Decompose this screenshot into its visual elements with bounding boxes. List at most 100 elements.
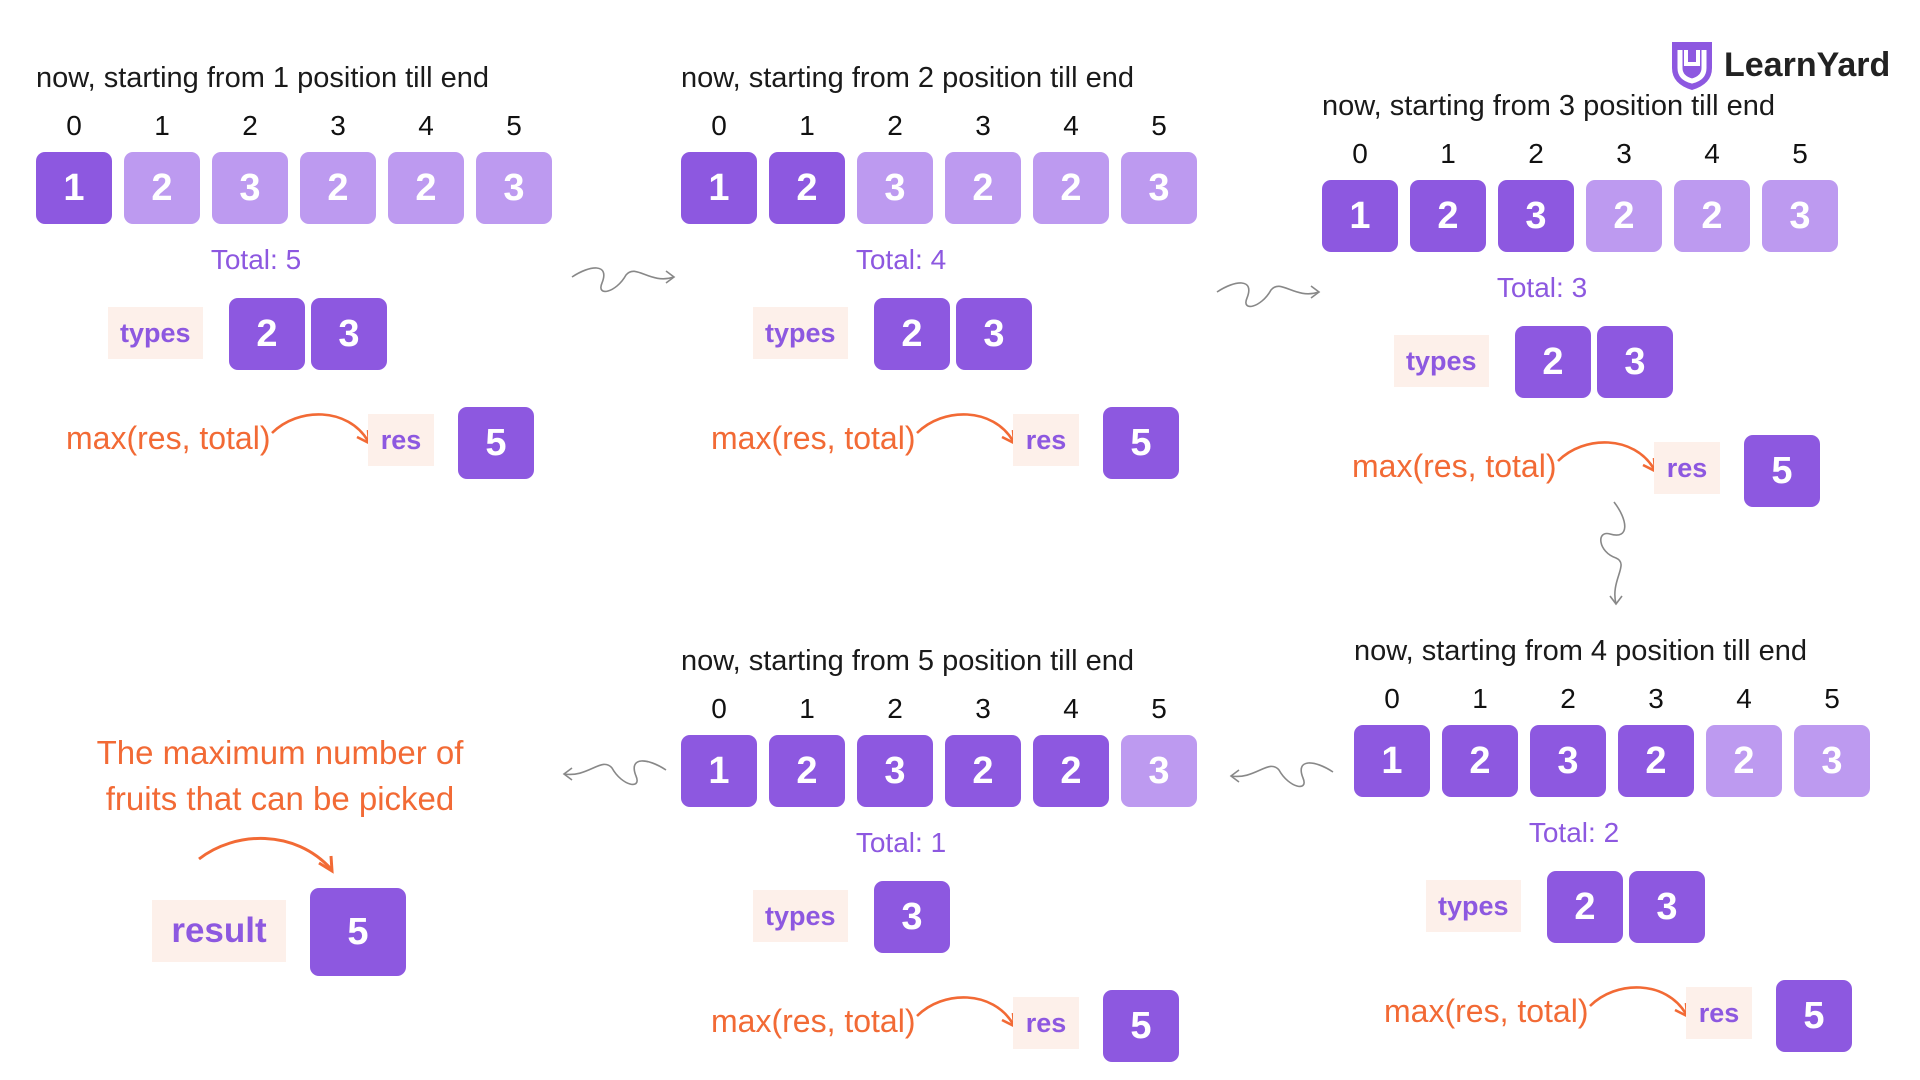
array-cell: 1 bbox=[681, 735, 757, 807]
array-cell: 1 bbox=[1322, 180, 1398, 252]
array-cell: 3 bbox=[1498, 180, 1574, 252]
index-label: 2 bbox=[1528, 138, 1544, 169]
logo-text: LearnYard bbox=[1724, 45, 1891, 84]
max-to-res-arrow bbox=[1589, 986, 1689, 1019]
step-caption: now, starting from 3 position till end bbox=[1322, 90, 1775, 122]
res-value: 5 bbox=[458, 407, 534, 479]
index-label: 5 bbox=[1824, 683, 1840, 714]
index-label: 1 bbox=[799, 693, 815, 724]
index-label: 0 bbox=[711, 110, 727, 141]
array-cell: 2 bbox=[1706, 725, 1782, 797]
type-cell: 3 bbox=[311, 298, 387, 370]
max-function-text: max(res, total) bbox=[1384, 993, 1589, 1029]
array-cell: 2 bbox=[769, 735, 845, 807]
max-to-res-arrow bbox=[916, 413, 1016, 446]
type-cell: 2 bbox=[874, 298, 950, 370]
max-to-res-arrow bbox=[916, 996, 1016, 1029]
type-cell: 3 bbox=[956, 298, 1032, 370]
type-cell: 2 bbox=[229, 298, 305, 370]
array-cell: 3 bbox=[476, 152, 552, 224]
max-function-text: max(res, total) bbox=[711, 1003, 916, 1039]
total-label: Total: 3 bbox=[1496, 272, 1588, 303]
result-value: 5 bbox=[310, 888, 406, 976]
index-label: 5 bbox=[1151, 693, 1167, 724]
flow-arrow-1-to-2 bbox=[571, 267, 676, 293]
flow-arrow-3-to-4 bbox=[1600, 501, 1626, 606]
array-cell: 2 bbox=[1033, 152, 1109, 224]
index-label: 5 bbox=[1792, 138, 1808, 169]
array-cell: 2 bbox=[1586, 180, 1662, 252]
max-function-text: max(res, total) bbox=[66, 420, 271, 456]
index-label: 3 bbox=[1648, 683, 1664, 714]
total-label: Total: 5 bbox=[210, 244, 302, 275]
index-label: 0 bbox=[1352, 138, 1368, 169]
flow-arrow-5-to-result bbox=[562, 760, 667, 786]
result-label: result bbox=[152, 900, 286, 962]
array-cell: 1 bbox=[36, 152, 112, 224]
step-caption: now, starting from 2 position till end bbox=[681, 62, 1134, 94]
types-label: types bbox=[1394, 335, 1489, 387]
array-cell: 2 bbox=[300, 152, 376, 224]
index-label: 3 bbox=[330, 110, 346, 141]
index-label: 4 bbox=[1063, 693, 1079, 724]
array-cell: 3 bbox=[1121, 152, 1197, 224]
array-cell: 2 bbox=[1618, 725, 1694, 797]
type-cell: 2 bbox=[1547, 871, 1623, 943]
res-value: 5 bbox=[1103, 407, 1179, 479]
max-function-text: max(res, total) bbox=[1352, 448, 1557, 484]
array-cell: 2 bbox=[1033, 735, 1109, 807]
array-cell: 3 bbox=[857, 152, 933, 224]
res-label: res bbox=[368, 414, 434, 466]
index-label: 0 bbox=[711, 693, 727, 724]
array-cell: 3 bbox=[1530, 725, 1606, 797]
array-cell: 3 bbox=[1121, 735, 1197, 807]
index-label: 2 bbox=[887, 693, 903, 724]
max-to-res-arrow bbox=[1557, 441, 1657, 474]
index-label: 4 bbox=[1704, 138, 1720, 169]
max-function-text: max(res, total) bbox=[711, 420, 916, 456]
flow-arrow-2-to-3 bbox=[1216, 282, 1321, 308]
array-cell: 2 bbox=[388, 152, 464, 224]
index-label: 3 bbox=[975, 693, 991, 724]
index-label: 2 bbox=[887, 110, 903, 141]
conclusion-line-2: fruits that can be picked bbox=[105, 780, 455, 817]
index-label: 1 bbox=[1440, 138, 1456, 169]
array-cell: 2 bbox=[124, 152, 200, 224]
step-caption: now, starting from 5 position till end bbox=[681, 645, 1134, 677]
types-label: types bbox=[1426, 880, 1521, 932]
res-value: 5 bbox=[1103, 990, 1179, 1062]
index-label: 2 bbox=[1560, 683, 1576, 714]
array-cell: 2 bbox=[1410, 180, 1486, 252]
conclusion-arrow bbox=[198, 836, 334, 874]
conclusion-text: The maximum number of fruits that can be… bbox=[40, 730, 520, 822]
array-cell: 1 bbox=[681, 152, 757, 224]
array-cell: 3 bbox=[857, 735, 933, 807]
index-label: 5 bbox=[506, 110, 522, 141]
index-label: 5 bbox=[1151, 110, 1167, 141]
index-label: 0 bbox=[1384, 683, 1400, 714]
index-label: 3 bbox=[1616, 138, 1632, 169]
types-label: types bbox=[753, 890, 848, 942]
res-value: 5 bbox=[1744, 435, 1820, 507]
array-cell: 2 bbox=[1442, 725, 1518, 797]
index-label: 4 bbox=[1063, 110, 1079, 141]
index-label: 1 bbox=[154, 110, 170, 141]
type-cell: 3 bbox=[1629, 871, 1705, 943]
array-cell: 2 bbox=[945, 735, 1021, 807]
array-cell: 3 bbox=[1762, 180, 1838, 252]
index-label: 4 bbox=[418, 110, 434, 141]
total-label: Total: 4 bbox=[855, 244, 947, 275]
array-cell: 2 bbox=[769, 152, 845, 224]
index-label: 4 bbox=[1736, 683, 1752, 714]
flow-arrow-4-to-5 bbox=[1229, 762, 1334, 788]
type-cell: 3 bbox=[874, 881, 950, 953]
array-cell: 3 bbox=[212, 152, 288, 224]
index-label: 1 bbox=[799, 110, 815, 141]
index-label: 0 bbox=[66, 110, 82, 141]
res-label: res bbox=[1686, 987, 1752, 1039]
res-label: res bbox=[1654, 442, 1720, 494]
res-label: res bbox=[1013, 414, 1079, 466]
max-to-res-arrow bbox=[271, 413, 371, 446]
array-cell: 2 bbox=[945, 152, 1021, 224]
array-cell: 2 bbox=[1674, 180, 1750, 252]
